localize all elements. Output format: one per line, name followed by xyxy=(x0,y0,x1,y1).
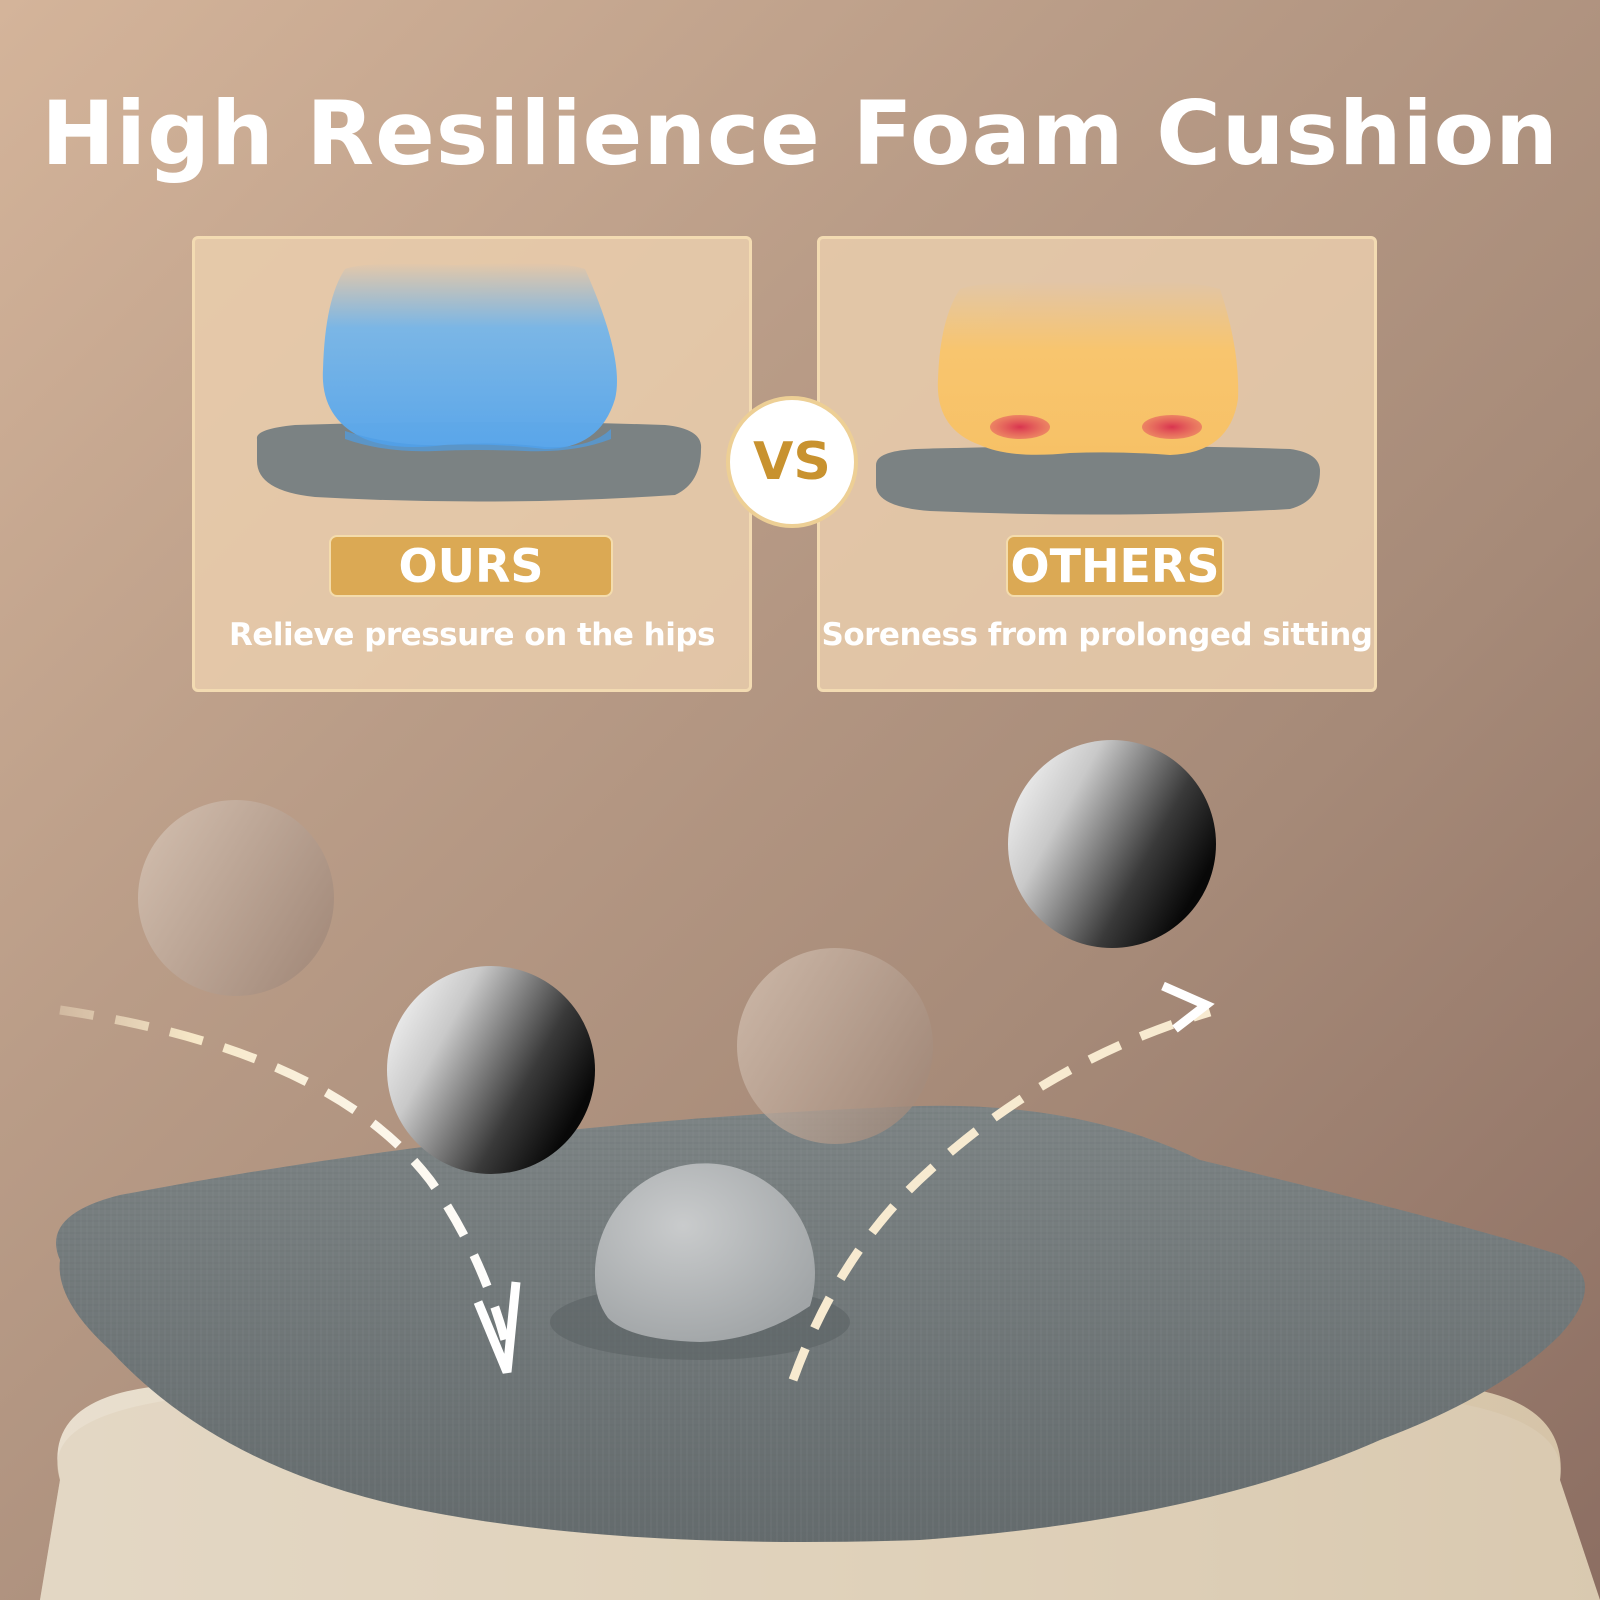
pressure-spot-left xyxy=(990,415,1050,439)
others-caption: Soreness from prolonged sitting xyxy=(821,617,1373,653)
others-hip-shape xyxy=(937,281,1239,455)
ours-badge: OURS xyxy=(329,535,613,597)
others-panel: OTHERS Soreness from prolonged sitting xyxy=(817,236,1377,692)
vs-badge: VS xyxy=(726,396,858,528)
rebound-arrowhead xyxy=(1161,981,1215,1033)
page-title: High Resilience Foam Cushion xyxy=(41,82,1559,185)
pressure-spot-right xyxy=(1142,415,1202,439)
fall-arrowhead xyxy=(473,1281,521,1374)
others-badge: OTHERS xyxy=(1006,535,1224,597)
ours-panel: OURS Relieve pressure on the hips xyxy=(192,236,752,692)
others-cushion xyxy=(876,446,1320,515)
ours-pressure-illustration xyxy=(256,262,702,502)
ghost-ball-middle xyxy=(737,948,933,1144)
ghost-ball-left xyxy=(138,800,334,996)
ours-hip-shape xyxy=(322,262,617,449)
fall-arrow-path xyxy=(59,1005,510,1342)
ours-caption: Relieve pressure on the hips xyxy=(229,617,715,653)
rebound-arrow-path xyxy=(788,1007,1212,1382)
pressing-ball xyxy=(594,1163,815,1342)
rebounding-ball xyxy=(1008,740,1216,948)
others-pressure-illustration xyxy=(876,281,1320,515)
falling-ball xyxy=(387,966,595,1174)
